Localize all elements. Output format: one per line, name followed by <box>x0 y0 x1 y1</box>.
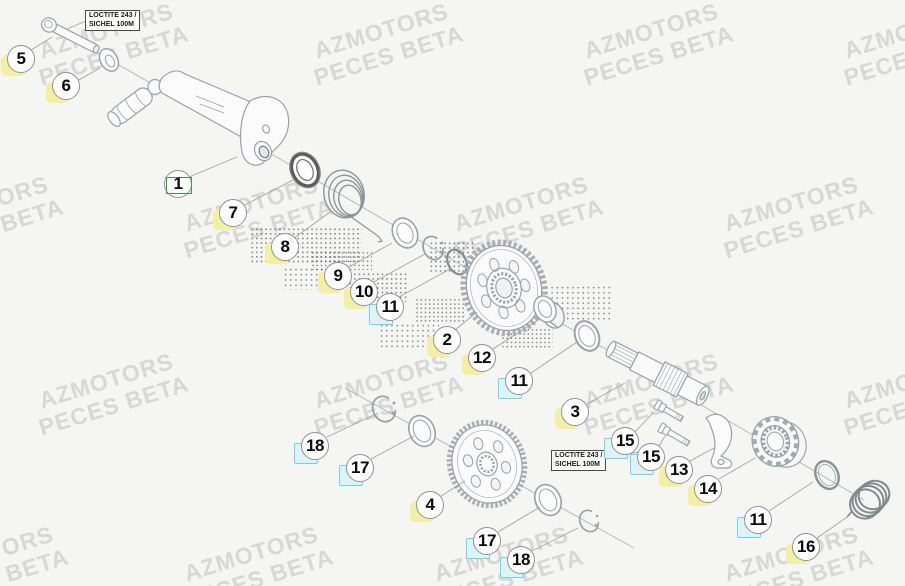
part-idler-gear <box>446 419 528 509</box>
callout-15: 15 <box>604 427 639 459</box>
callout-8: 8 <box>265 233 299 264</box>
callout-11: 11 <box>369 293 404 325</box>
halftone-watermark <box>281 266 325 290</box>
callout-17: 17 <box>466 527 501 559</box>
part-oring <box>446 248 468 276</box>
part-ratchet-gear <box>460 239 548 337</box>
part-spring-coil <box>846 479 891 520</box>
callout-16: 16 <box>786 533 820 564</box>
callout-4: 4 <box>410 491 444 522</box>
part-circlip <box>371 395 397 423</box>
leader-lines <box>30 20 851 552</box>
part-washer <box>573 320 601 352</box>
part-seal <box>289 151 321 189</box>
loctite-label: LOCTITE 243 / SICHEL 100M <box>551 450 607 471</box>
callout-17: 17 <box>339 454 374 486</box>
halftone-watermark <box>310 252 372 270</box>
part-circlip <box>422 235 444 261</box>
part-kickstart-shaft <box>605 340 710 406</box>
callout-2: 2 <box>427 326 461 357</box>
callout-5: 5 <box>1 45 35 76</box>
callout-11: 11 <box>498 367 533 399</box>
callout-18: 18 <box>500 546 535 578</box>
callout-18: 18 <box>294 432 329 464</box>
callout-3: 3 <box>555 398 589 429</box>
part-ratchet-hub <box>751 416 807 468</box>
callout-9: 9 <box>318 262 352 293</box>
part-spring <box>323 169 384 243</box>
part-pawl <box>705 413 733 469</box>
callout-1: 1 <box>164 170 192 198</box>
part-washer <box>407 414 437 448</box>
part-bolt-small <box>657 422 691 447</box>
part-washer <box>391 217 419 249</box>
part-kickstart-lever <box>107 70 290 166</box>
part-oring <box>814 459 840 491</box>
loctite-label: LOCTITE 243 / SICHEL 100M <box>85 10 141 31</box>
part-bushing <box>533 295 565 329</box>
halftone-watermark <box>414 299 466 323</box>
callout-11: 11 <box>737 506 772 538</box>
part-circlip <box>578 509 600 533</box>
callout-14: 14 <box>688 475 722 506</box>
part-washer <box>533 483 563 517</box>
callout-7: 7 <box>213 199 247 230</box>
callout-12: 12 <box>462 344 496 375</box>
callout-13: 13 <box>659 456 693 487</box>
part-bolt <box>41 17 100 54</box>
part-washer <box>98 48 120 72</box>
callout-6: 6 <box>46 72 80 103</box>
part-bolt-small <box>653 399 685 423</box>
callout-10: 10 <box>344 278 378 309</box>
